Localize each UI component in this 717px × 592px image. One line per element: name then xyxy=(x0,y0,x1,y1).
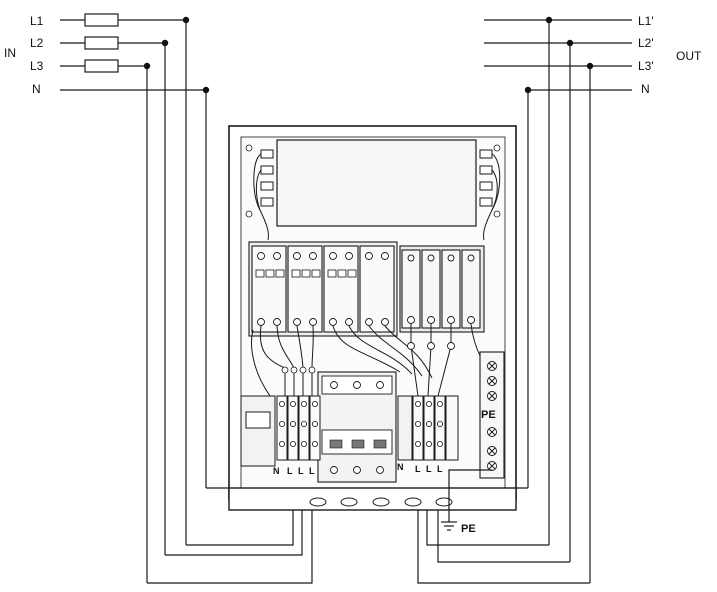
terminal-block-right-labels: N L L L xyxy=(397,462,443,474)
right-terminal-l2-label: L xyxy=(426,464,432,474)
right-din-rail xyxy=(397,395,413,461)
left-terminal-n-label: N xyxy=(273,466,280,476)
right-terminal-l3-label: L xyxy=(437,464,443,474)
input-label-l1: L1 xyxy=(30,14,44,28)
surge-top-screws xyxy=(407,254,475,262)
output-label-l2: L2' xyxy=(638,36,654,50)
input-junctions xyxy=(143,16,210,94)
terminal-block-left-labels: N L L L xyxy=(273,466,315,476)
ground-connection xyxy=(441,469,492,531)
right-terminal-n-label: N xyxy=(397,462,404,472)
breaker-poles xyxy=(251,245,395,333)
surge-modules xyxy=(401,249,481,329)
surge-bottom-screws xyxy=(407,316,475,324)
pe-bar-label: PE xyxy=(481,409,496,421)
output-label-l3: L3' xyxy=(638,59,654,73)
filter-body xyxy=(276,139,477,227)
input-fuses xyxy=(84,13,119,73)
fuse-l1 xyxy=(84,13,119,27)
fuse-l3 xyxy=(84,59,119,73)
surge-wire-ends xyxy=(407,342,455,350)
pe-bar-body xyxy=(479,351,505,479)
left-terminal-l2-label: L xyxy=(298,466,304,476)
output-junctions xyxy=(524,16,594,94)
output-label-l1: L1' xyxy=(638,14,654,28)
left-din-rail xyxy=(240,395,276,467)
input-label-n: N xyxy=(32,82,41,96)
filter-module xyxy=(245,139,501,241)
fuse-l2 xyxy=(84,36,119,50)
pe-bar xyxy=(479,351,505,479)
filter-mount-screws xyxy=(245,144,501,218)
contactor xyxy=(317,371,397,483)
gland-plate xyxy=(228,487,517,511)
left-terminal-l3-label: L xyxy=(309,466,315,476)
breaker-bottom-screws xyxy=(257,318,389,326)
breaker-top-screws xyxy=(257,252,389,260)
breaker-windows xyxy=(255,269,357,278)
right-terminal-l1-label: L xyxy=(415,464,421,474)
output-labels: L1' L2' L3' N OUT xyxy=(638,14,702,96)
terminal-block-right xyxy=(397,395,459,461)
cable-glands xyxy=(309,497,453,507)
input-label-l2: L2 xyxy=(30,36,44,50)
input-labels: IN L1 L2 L3 N xyxy=(4,14,44,96)
filter-leads xyxy=(253,153,501,241)
terminal-block-left xyxy=(240,366,321,467)
input-group-label: IN xyxy=(4,46,16,60)
filter-left-terminals xyxy=(260,149,274,207)
output-group-label: OUT xyxy=(676,49,702,63)
left-terminal-l1-label: L xyxy=(287,466,293,476)
breaker-row xyxy=(248,241,485,337)
input-label-l3: L3 xyxy=(30,59,44,73)
ground-label: PE xyxy=(461,523,476,535)
output-label-n: N xyxy=(641,82,650,96)
